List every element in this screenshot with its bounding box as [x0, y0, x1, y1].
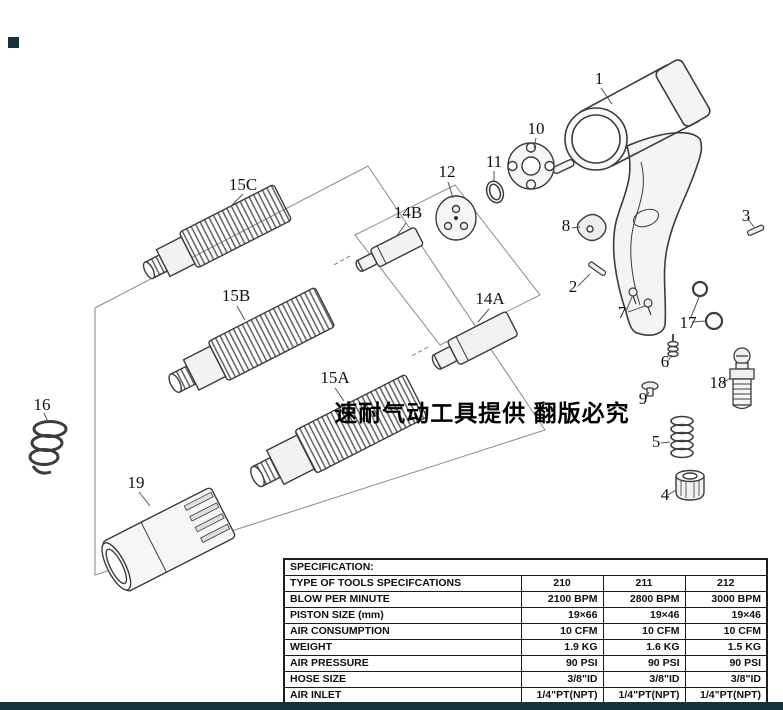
part-4-cap-nut: [675, 469, 705, 501]
grip: [612, 131, 703, 336]
part-label-1: 1: [595, 69, 604, 88]
scan-bottom-bar: [0, 702, 783, 710]
watermark-text: 速耐气动工具提供 翻版必究: [334, 400, 629, 426]
part-15c-barrel: [142, 184, 292, 280]
spec-cell: 2100 BPM: [520, 591, 604, 608]
part-label-7: 7: [618, 303, 627, 322]
spec-cell: 90 PSI: [684, 655, 768, 672]
spec-title-row: SPECIFICATION:: [283, 558, 768, 576]
spec-row-piston-size: PISTON SIZE (mm) 19×66 19×46 19×46: [283, 607, 768, 624]
part-19-retainer-sleeve: [101, 487, 236, 592]
spec-header-212: 212: [684, 575, 768, 592]
part-label-15c: 15C: [229, 175, 257, 194]
part-label-3: 3: [742, 206, 751, 225]
spec-header-211: 211: [602, 575, 686, 592]
spec-cell: 2800 BPM: [602, 591, 686, 608]
spec-cell: 1.5 KG: [684, 639, 768, 656]
part-label-11: 11: [486, 152, 502, 171]
part-7-screws: [628, 287, 653, 316]
axis-dash-14a: [409, 346, 429, 358]
spec-cell: 1.6 KG: [602, 639, 686, 656]
part-label-16: 16: [34, 395, 51, 414]
spec-table: SPECIFICATION: TYPE OF TOOLS SPECIFCATIO…: [283, 558, 768, 705]
part-3-pin: [746, 224, 765, 236]
part-label-6: 6: [661, 352, 670, 371]
part-label-12: 12: [439, 162, 456, 181]
part-label-14a: 14A: [475, 289, 505, 308]
spec-cell: 19×66: [520, 607, 604, 624]
spec-row-label: AIR PRESSURE: [283, 655, 522, 672]
part-label-15b: 15B: [222, 286, 250, 305]
barrel-front-bore: [571, 114, 621, 164]
part-14b-piston: [355, 227, 424, 272]
spec-cell: 3/8"ID: [602, 671, 686, 688]
part-16-spring-clip: [28, 420, 68, 475]
part-label-4: 4: [661, 485, 670, 504]
part-1-tool-body: [564, 59, 711, 336]
spec-row-blow-per-minute: BLOW PER MINUTE 2100 BPM 2800 BPM 3000 B…: [283, 591, 768, 608]
spec-row-label: AIR CONSUMPTION: [283, 623, 522, 640]
spec-title: SPECIFICATION:: [283, 558, 768, 576]
spec-cell: 19×46: [684, 607, 768, 624]
part-6-spring: [667, 334, 679, 358]
spec-row-label: WEIGHT: [283, 639, 522, 656]
group-box-pistons: [354, 184, 541, 346]
part-label-2: 2: [569, 277, 578, 296]
spec-row-label: PISTON SIZE (mm): [283, 607, 522, 624]
part-14a-piston: [431, 311, 518, 370]
grip-contour: [630, 161, 644, 306]
spec-cell: 10 CFM: [520, 623, 604, 640]
part-15a-barrel: [250, 374, 427, 488]
leader-lines: [43, 87, 755, 507]
spec-cell: 3/8"ID: [520, 671, 604, 688]
barrel-top-edge: [579, 64, 668, 113]
part-label-17: 17: [680, 313, 698, 332]
spec-row-air-consumption: AIR CONSUMPTION 10 CFM 10 CFM 10 CFM: [283, 623, 768, 640]
spec-cell: 1/4"PT(NPT): [520, 687, 604, 705]
spec-header-row: TYPE OF TOOLS SPECIFCATIONS 210 211 212: [283, 575, 768, 592]
spec-row-air-inlet: AIR INLET 1/4"PT(NPT) 1/4"PT(NPT) 1/4"PT…: [283, 687, 768, 705]
barrel-bottom-edge: [611, 120, 700, 167]
spec-header-210: 210: [520, 575, 604, 592]
part-15b-barrel: [168, 287, 335, 393]
spec-cell: 3000 BPM: [684, 591, 768, 608]
part-label-14b: 14B: [394, 203, 422, 222]
brand-oval: [632, 208, 660, 228]
spec-row-hose-size: HOSE SIZE 3/8"ID 3/8"ID 3/8"ID: [283, 671, 768, 688]
spec-cell: 90 PSI: [602, 655, 686, 672]
part-10-valve-assembly: [507, 142, 575, 190]
part-label-5: 5: [652, 432, 661, 451]
spec-cell: 3/8"ID: [684, 671, 768, 688]
axis-dash-14b: [331, 255, 351, 267]
scan-corner-mark: [8, 37, 19, 48]
part-18-air-inlet-fitting: [729, 347, 755, 410]
spec-cell: 10 CFM: [602, 623, 686, 640]
part-label-19: 19: [128, 473, 145, 492]
spec-header-label: TYPE OF TOOLS SPECIFCATIONS: [283, 575, 522, 592]
spec-row-label: HOSE SIZE: [283, 671, 522, 688]
part-label-10: 10: [528, 119, 545, 138]
spec-cell: 1.9 KG: [520, 639, 604, 656]
spec-cell: 1/4"PT(NPT): [684, 687, 768, 705]
spec-cell: 19×46: [602, 607, 686, 624]
spec-cell: 90 PSI: [520, 655, 604, 672]
part-label-18: 18: [710, 373, 727, 392]
spec-row-label: BLOW PER MINUTE: [283, 591, 522, 608]
part-label-8: 8: [562, 216, 571, 235]
spec-row-weight: WEIGHT 1.9 KG 1.6 KG 1.5 KG: [283, 639, 768, 656]
part-2-pin: [588, 261, 607, 277]
spec-cell: 10 CFM: [684, 623, 768, 640]
part-8-throttle-lever: [576, 213, 607, 242]
spec-row-air-pressure: AIR PRESSURE 90 PSI 90 PSI 90 PSI: [283, 655, 768, 672]
part-11-o-ring: [485, 180, 505, 204]
rear-cap: [655, 59, 711, 127]
part-label-9: 9: [639, 389, 648, 408]
part-label-15a: 15A: [320, 368, 350, 387]
part-12-valve-plate: [435, 195, 477, 241]
part-5-spring: [670, 415, 694, 459]
